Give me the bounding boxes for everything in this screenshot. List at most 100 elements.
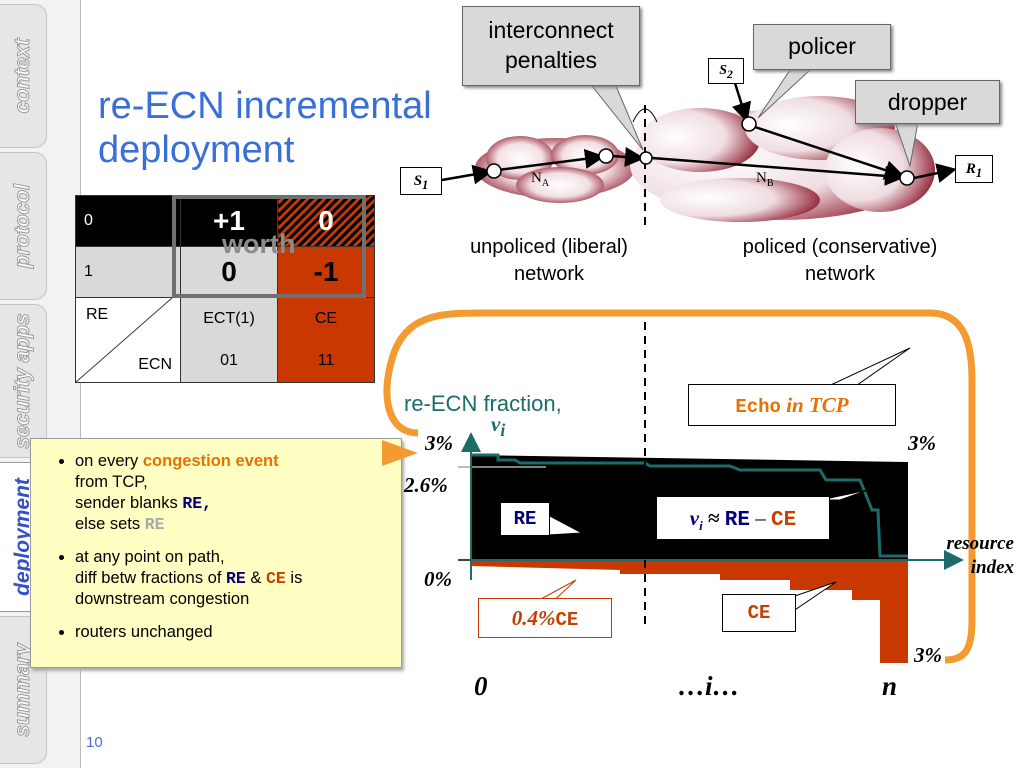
na-sub: A [541, 178, 550, 189]
b2-line1: at any point on path, [75, 548, 225, 566]
fraction-variable: vi [491, 412, 505, 441]
formula-sub: i [699, 518, 703, 534]
worth-label: worth [222, 229, 296, 259]
row-label-0: 0 [75, 195, 181, 247]
bullet-list: on every congestion event from TCP, send… [31, 451, 401, 643]
ce-cell: CE 11 [277, 297, 375, 383]
vi-var: v [491, 412, 501, 436]
worth-frame [172, 195, 366, 298]
flow-s2-nb [751, 124, 905, 180]
formula-minus: – [749, 506, 771, 530]
formula-box: vi ≈ RE – CE [656, 496, 830, 540]
vi-line [471, 453, 908, 558]
corner-cell: RE ECN [75, 297, 181, 383]
echo-mono: Echo [735, 396, 781, 418]
b1-re2: RE [144, 515, 165, 534]
b1-re: RE, [182, 494, 213, 513]
tab-security-apps[interactable]: security apps [0, 304, 47, 458]
node-border [639, 151, 653, 165]
penalties-pointer [590, 85, 644, 151]
label-na: NA [531, 170, 549, 189]
border-gate [632, 108, 658, 123]
label-unpoliced-network: unpoliced (liberal) network [438, 234, 660, 288]
unpoliced-line2: network [513, 263, 585, 285]
cell-minus-one: -1 [277, 246, 375, 298]
bit-table: 0 +1 0 1 0 -1 RE ECN ECT(1) 01 CE 11 [75, 195, 375, 383]
flow-s1-in [441, 164, 493, 185]
ce-area [471, 560, 908, 663]
na-label: N [531, 170, 542, 186]
ce04-num: 0.4% [511, 606, 556, 630]
b2-re: RE [226, 569, 246, 588]
label-policed-network: policed (conservative) network [712, 234, 968, 288]
ect-code: 01 [220, 352, 238, 369]
policed-line1: policed (conservative) [742, 236, 938, 258]
flow-r1-out [913, 163, 957, 183]
x-axis-label: resource index [918, 532, 1014, 580]
y-tick-3-bottom: 3% [914, 643, 942, 667]
title-line-2: deployment [98, 129, 295, 171]
nb-label: N [756, 170, 767, 186]
bullet-3: routers unchanged [75, 622, 401, 643]
bullet-2: at any point on path, diff betw fraction… [75, 547, 401, 610]
callout-dropper: dropper [855, 80, 1000, 124]
re-box: RE [500, 502, 550, 536]
cell-zero: 0 [180, 246, 278, 298]
ce-04-box: 0.4%CE [478, 598, 612, 638]
bullet-1: on every congestion event from TCP, send… [75, 451, 401, 535]
ce04-ce: CE [555, 609, 579, 631]
row-label-1: 1 [75, 246, 181, 298]
echo-loop-arrow [383, 309, 976, 664]
tab-protocol[interactable]: protocol [0, 152, 47, 300]
y-tick-26: 2.6% [404, 473, 448, 497]
unpoliced-line1: unpoliced (liberal) [470, 236, 628, 258]
ce-name: CE [314, 310, 338, 327]
node-s1: S1 [400, 167, 442, 195]
formula-approx: ≈ [702, 506, 720, 530]
page-number: 10 [86, 734, 103, 751]
cell-plus-one: +1 [180, 195, 278, 247]
s1-sub: 1 [422, 178, 429, 192]
formula-ce: CE [770, 509, 797, 532]
node-na-in [486, 163, 502, 179]
bullet-box: on every congestion event from TCP, send… [30, 438, 402, 668]
nb-sub: B [766, 178, 774, 189]
corner-re: RE [86, 306, 109, 323]
corner-diagonal [76, 298, 172, 382]
b1-prefix: on every [75, 452, 143, 470]
s2-sub: 2 [726, 67, 733, 81]
flow-nb [651, 156, 905, 186]
callout-policer: policer [753, 24, 891, 70]
b3-text: routers unchanged [75, 623, 213, 641]
r1-label: R [965, 161, 976, 177]
x-tick-0: 0 [474, 671, 488, 701]
y-tick-3-left: 3% [425, 431, 453, 455]
node-r1: R1 [955, 155, 993, 183]
formula-v: v [689, 506, 700, 530]
x-axis-label-index: index [970, 557, 1014, 578]
node-s2: S2 [708, 58, 744, 84]
flow-na [497, 148, 605, 172]
ce-code: 11 [317, 352, 335, 369]
b2-line2a: diff betw fractions of [75, 569, 227, 587]
echo-box: Echo in TCP [688, 384, 896, 426]
node-policer [741, 116, 757, 132]
b1-line3: sender blanks [75, 494, 183, 512]
node-dropper [899, 170, 915, 186]
fraction-label: re-ECN fraction, [404, 391, 562, 416]
b1-highlight: congestion event [142, 452, 279, 470]
title-line-1: re-ECN incremental [98, 85, 432, 127]
s1-label: S [413, 173, 423, 189]
b1-line4: else sets [75, 515, 145, 533]
b2-ce: CE [266, 569, 286, 588]
vi-sub: i [500, 420, 506, 441]
policed-line2: network [804, 263, 876, 285]
b2-is: is [285, 569, 303, 587]
echo-text: in TCP [780, 393, 849, 417]
tab-context[interactable]: context [0, 4, 47, 148]
flow-s2-in [731, 79, 752, 123]
label-nb: NB [756, 170, 774, 189]
r1-sub: 1 [975, 166, 983, 180]
s2-label: S [719, 63, 727, 78]
node-na-out [598, 148, 614, 164]
